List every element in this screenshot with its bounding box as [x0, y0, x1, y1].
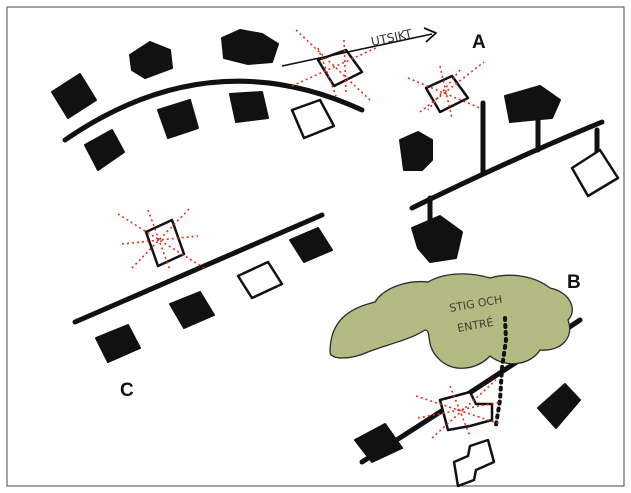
label-c: C [120, 380, 134, 401]
house-icon [504, 85, 561, 123]
sightlines [415, 379, 501, 439]
arrow-right-icon [281, 33, 433, 67]
entre-label: ENTRÉ [456, 316, 494, 335]
new-house-icon [452, 438, 496, 488]
frame-border [6, 6, 625, 487]
forest-area [329, 273, 573, 369]
utsikt-label: UTSIKT [370, 26, 414, 48]
sightlines [407, 61, 485, 119]
house-icon [95, 324, 141, 363]
new-house-icon [290, 98, 336, 140]
road-top-curve [62, 78, 365, 143]
new-house-icon [438, 390, 494, 432]
sightline-house-c [117, 207, 205, 271]
sightline-house-top [291, 29, 377, 101]
house-icon [354, 423, 403, 463]
new-house-icon [570, 148, 620, 198]
house-icon [229, 91, 269, 123]
existing-houses [51, 29, 581, 463]
house-icon [411, 215, 463, 263]
label-a: A [472, 32, 486, 53]
house-icon [84, 129, 125, 171]
house-icon [51, 73, 97, 119]
house-icon [289, 227, 333, 263]
new-house-icon [316, 48, 364, 88]
new-houses [236, 98, 620, 488]
house-icon [169, 291, 215, 329]
roads [62, 78, 605, 465]
house-icon [157, 99, 199, 139]
house-icon [399, 131, 433, 171]
house-icon [537, 383, 581, 429]
arrowhead-icon [423, 27, 437, 43]
road-middle [72, 212, 325, 325]
new-house-icon [236, 260, 284, 300]
new-house-icon [424, 74, 470, 114]
sightline-house-a [407, 61, 485, 119]
trail-line [494, 316, 509, 427]
house-icon [129, 41, 173, 79]
road-right [409, 119, 605, 211]
sightline-house-b [415, 379, 501, 439]
sightlines [291, 29, 377, 101]
label-b: B [567, 272, 581, 293]
house-icon [221, 29, 279, 65]
sightlines [117, 207, 205, 271]
view-arrow: UTSIKT [281, 26, 437, 67]
